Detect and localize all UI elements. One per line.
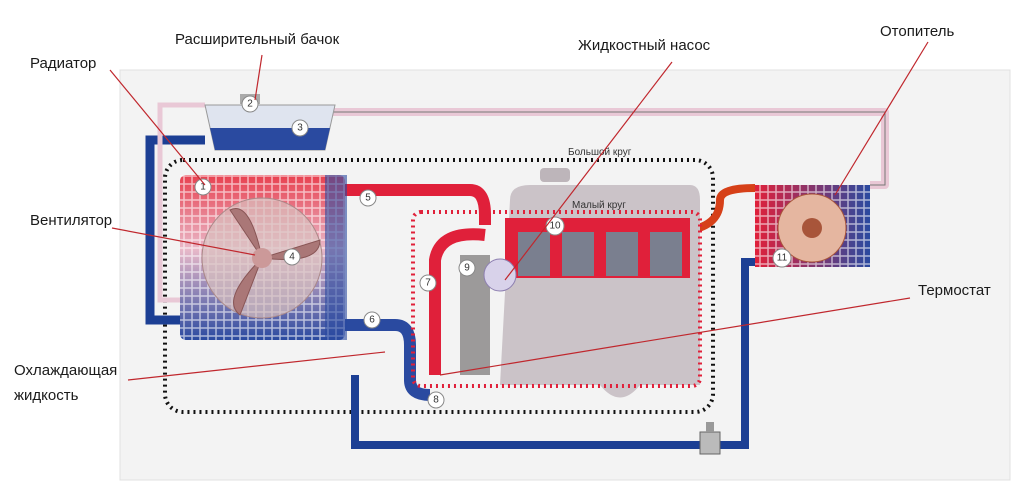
svg-text:11: 11 (777, 253, 788, 264)
label-water-pump: Жидкостный насос (578, 37, 711, 54)
leader-lines (109, 41, 929, 381)
svg-text:7: 7 (425, 278, 431, 289)
marker-1: 1 (194, 178, 212, 196)
marker-10: 10 (545, 216, 565, 236)
heater-valve (699, 422, 721, 455)
pipe-bypass (157, 102, 205, 303)
pipe-radiator-to-pump (345, 319, 431, 401)
marker-2: 2 (241, 95, 259, 113)
marker-11: 11 (772, 248, 792, 268)
pipe-tank-to-radiator-cold (145, 135, 205, 325)
svg-text:5: 5 (365, 193, 371, 204)
svg-text:2: 2 (247, 99, 253, 110)
label-heater: Отопитель (880, 23, 955, 40)
small-circuit-loop (411, 210, 702, 388)
label-radiator: Радиатор (30, 55, 96, 72)
label-expansion-tank: Расширительный бачок (175, 31, 340, 48)
svg-text:1: 1 (200, 182, 206, 193)
big-circuit-label: Большой круг (568, 147, 632, 158)
label-coolant-line2: жидкость (14, 387, 79, 404)
fan (201, 197, 323, 319)
marker-4: 4 (283, 248, 301, 266)
label-fan: Вентилятор (30, 212, 112, 229)
label-thermostat: Термостат (918, 282, 991, 299)
marker-6: 6 (363, 311, 381, 329)
svg-text:6: 6 (369, 315, 375, 326)
svg-text:10: 10 (549, 221, 561, 232)
marker-8: 8 (427, 391, 445, 409)
svg-text:4: 4 (289, 252, 295, 263)
big-circuit-loop (163, 158, 715, 414)
marker-7: 7 (419, 274, 437, 292)
heater (755, 185, 870, 267)
label-coolant-line1: Охлаждающая (14, 362, 117, 379)
small-circuit-label: Малый круг (572, 200, 626, 211)
svg-text:3: 3 (297, 123, 303, 134)
marker-5: 5 (359, 189, 377, 207)
pipe-hot-to-heater (689, 184, 756, 234)
pipe-cold-bottom (351, 258, 760, 449)
marker-3: 3 (291, 119, 309, 137)
engine-block (460, 168, 700, 398)
svg-text:9: 9 (464, 263, 470, 274)
svg-text:8: 8 (433, 395, 439, 406)
pipe-hot-top (345, 184, 491, 225)
pipe-small-loop (429, 228, 486, 375)
marker-9: 9 (458, 259, 476, 277)
